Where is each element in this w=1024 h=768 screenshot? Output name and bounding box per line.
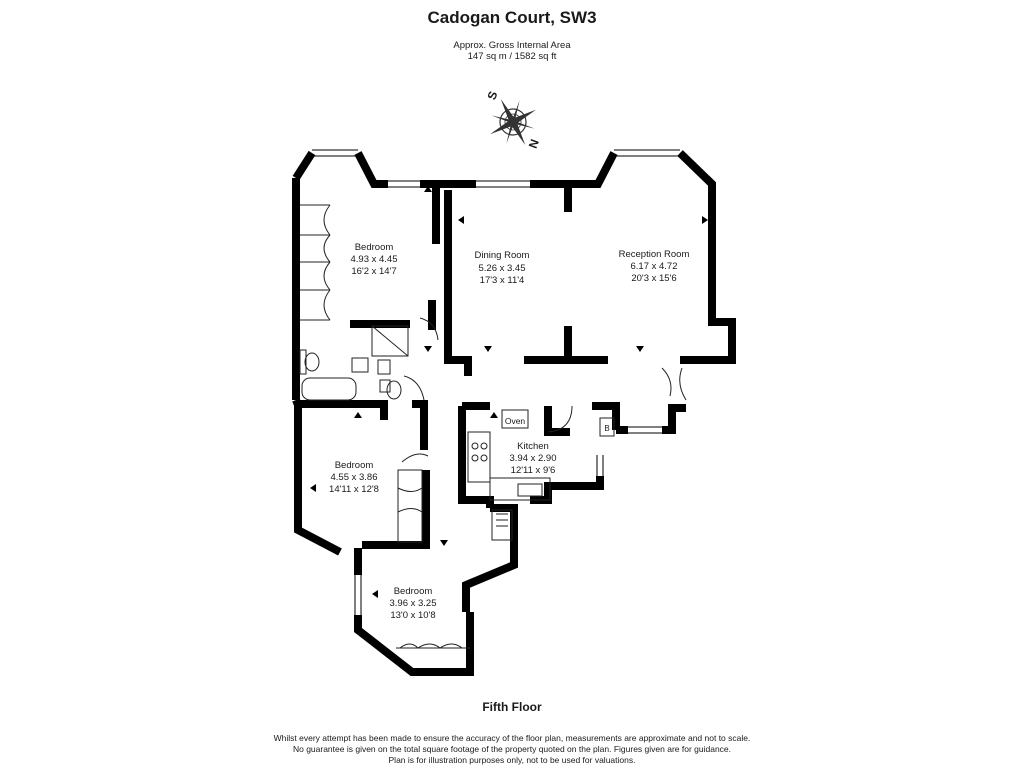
fixtures bbox=[299, 204, 687, 649]
boiler-label: B bbox=[604, 424, 609, 433]
room-imperial-bedroom-1: 16'2 x 14'7 bbox=[351, 266, 396, 277]
room-name-bedroom-1: Bedroom bbox=[355, 242, 394, 253]
windows bbox=[312, 149, 680, 676]
room-name-reception: Reception Room bbox=[619, 249, 690, 260]
room-name-dining: Dining Room bbox=[475, 250, 530, 261]
room-metric-bedroom-1: 4.93 x 4.45 bbox=[350, 254, 397, 265]
room-imperial-reception: 20'3 x 15'6 bbox=[631, 273, 676, 284]
compass-north-label: N bbox=[526, 137, 542, 150]
room-name-bedroom-2: Bedroom bbox=[335, 460, 374, 471]
room-metric-bedroom-2: 4.55 x 3.86 bbox=[330, 472, 377, 483]
room-name-kitchen: Kitchen bbox=[517, 441, 549, 452]
room-metric-bedroom-3: 3.96 x 3.25 bbox=[389, 598, 436, 609]
area-label: Approx. Gross Internal Area bbox=[453, 40, 571, 51]
measure-markers bbox=[310, 186, 708, 598]
area-value: 147 sq m / 1582 sq ft bbox=[467, 51, 557, 62]
room-imperial-kitchen: 12'11 x 9'6 bbox=[511, 465, 556, 476]
room-metric-dining: 5.26 x 3.45 bbox=[478, 263, 525, 274]
room-name-bedroom-3: Bedroom bbox=[394, 586, 433, 597]
disclaimer-line-3: Plan is for illustration purposes only, … bbox=[388, 755, 636, 765]
room-metric-reception: 6.17 x 4.72 bbox=[630, 261, 677, 272]
room-imperial-bedroom-3: 13'0 x 10'8 bbox=[390, 610, 435, 621]
floor-label: Fifth Floor bbox=[482, 700, 542, 714]
room-metric-kitchen: 3.94 x 2.90 bbox=[509, 453, 556, 464]
oven-label: Oven bbox=[505, 416, 526, 426]
room-imperial-bedroom-2: 14'11 x 12'8 bbox=[329, 484, 379, 495]
disclaimer-line-1: Whilst every attempt has been made to en… bbox=[273, 733, 751, 743]
compass-south-label: S bbox=[485, 89, 501, 101]
compass-icon bbox=[490, 99, 536, 145]
room-labels: Bedroom 4.93 x 4.45 16'2 x 14'7 Dining R… bbox=[329, 242, 689, 621]
room-imperial-dining: 17'3 x 11'4 bbox=[480, 275, 525, 286]
plan-title: Cadogan Court, SW3 bbox=[427, 8, 597, 27]
disclaimer-line-2: No guarantee is given on the total squar… bbox=[292, 744, 732, 754]
walls bbox=[292, 150, 736, 676]
